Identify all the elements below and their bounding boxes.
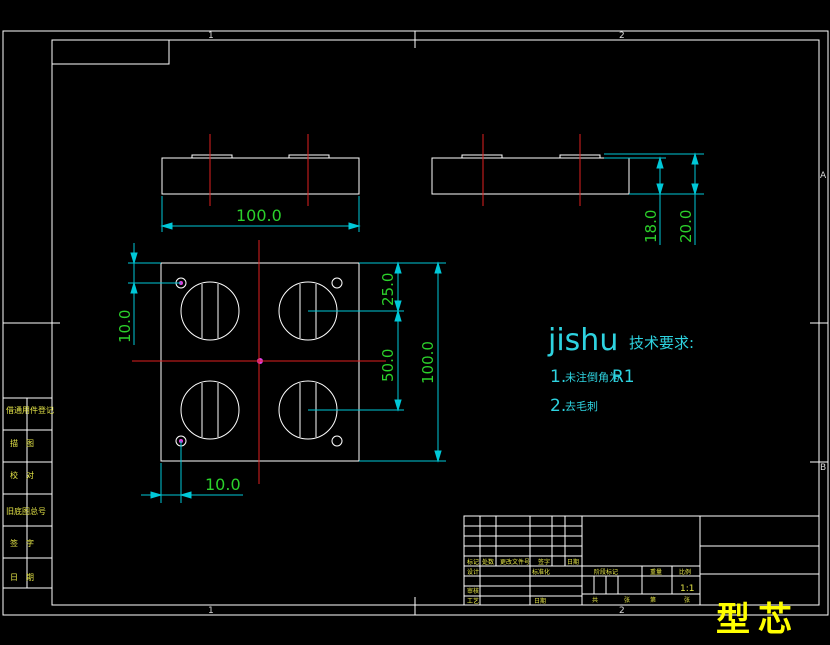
plan-center-pitch-dim-text: 50.0 (379, 349, 397, 382)
tb-label-date-2: 日期 (534, 597, 546, 605)
zone-label-bottom-2: 2 (619, 606, 625, 616)
tech-req-item1-num: 1. (550, 367, 566, 387)
side-view-body (431, 157, 630, 195)
technical-requirements: jishu 技术要求: 1. 未注倒角为 R1 2. 去毛刺 (547, 323, 694, 416)
tech-req-title-latin: jishu (547, 323, 618, 358)
side-height-dim-a-text: 18.0 (642, 210, 660, 243)
side-view: 18.0 20.0 (431, 134, 704, 245)
tech-req-item1-text: 未注倒角为 (565, 370, 620, 384)
pin-hole-top-right (331, 277, 343, 289)
pocket-bottom-left (180, 380, 240, 440)
plan-offset-y-dim-text: 10.0 (116, 310, 134, 343)
tb-label-change-doc: 更改文件号 (500, 558, 530, 566)
inner-border (51, 39, 820, 606)
front-view: 100.0 (160, 134, 361, 232)
side-panel-label-6: 日 期 (10, 573, 34, 582)
plan-view: 10.0 25.0 50.0 100.0 10.0 (116, 240, 446, 503)
side-panel-label-5: 签 字 (10, 538, 34, 548)
pocket-top-left (180, 281, 240, 341)
front-view-boss-left (191, 154, 233, 159)
tb-label-number: 第 (650, 596, 656, 604)
tech-req-title-cjk: 技术要求: (629, 334, 694, 352)
tb-label-stage: 阶段标记 (594, 568, 618, 576)
side-panel-label-3: 校 对 (10, 470, 34, 480)
tb-label-total: 共 (592, 596, 598, 604)
side-view-boss-left (461, 154, 503, 159)
zone-label-right-b: B (820, 463, 826, 473)
zone-label-bottom-1: 1 (208, 606, 214, 616)
tb-label-sheets-2: 张 (684, 596, 690, 604)
plan-total-height-dim-text: 100.0 (419, 341, 437, 384)
title-block: 标记 处数 更改文件号 签字 日期 设计 标准化 审核 工艺 日期 阶段标记 重… (463, 515, 820, 606)
side-height-dim-b-text: 20.0 (677, 210, 695, 243)
tech-req-item2-text: 去毛刺 (565, 400, 598, 413)
tb-label-mark: 标记 (467, 558, 479, 566)
side-panel-label-4: 旧底图总号 (6, 506, 46, 516)
pin-hole-bottom-right (331, 435, 343, 447)
tb-label-standard: 标准化 (532, 568, 550, 576)
tech-req-item2-num: 2. (550, 396, 566, 416)
plan-view-body (160, 262, 360, 462)
front-view-boss-right (288, 154, 330, 159)
part-name-label: 型芯 (716, 600, 800, 640)
zone-label-top-1: 1 (208, 31, 214, 41)
tb-label-count: 处数 (482, 558, 494, 566)
side-panel: 借通用件登记 描 图 校 对 旧底图总号 签 字 日 期 (2, 397, 54, 589)
tb-label-sheets-1: 张 (624, 596, 630, 604)
front-width-dim-text: 100.0 (236, 206, 282, 225)
tb-label-sign: 签字 (538, 558, 550, 566)
tb-label-review: 审核 (467, 587, 479, 595)
tb-scale-value: 1:1 (680, 584, 694, 594)
plan-offset-x-dim-text: 10.0 (205, 475, 241, 494)
sheet-frame (2, 30, 829, 616)
plan-top-pitch-dim-text: 25.0 (379, 273, 397, 306)
tech-req-item1-val: R1 (612, 367, 635, 387)
zone-label-top-2: 2 (619, 31, 625, 41)
tb-label-design: 设计 (467, 568, 479, 576)
zone-label-right-a: A (820, 171, 827, 181)
side-panel-label-2: 描 图 (10, 438, 34, 448)
tb-label-weight: 重量 (650, 568, 662, 576)
tb-label-date: 日期 (567, 558, 579, 566)
side-panel-label-1: 借通用件登记 (6, 405, 54, 415)
front-view-body (161, 157, 360, 195)
corner-code-box (52, 40, 170, 65)
tb-label-process: 工艺 (467, 597, 479, 605)
tb-label-scale: 比例 (679, 568, 691, 576)
